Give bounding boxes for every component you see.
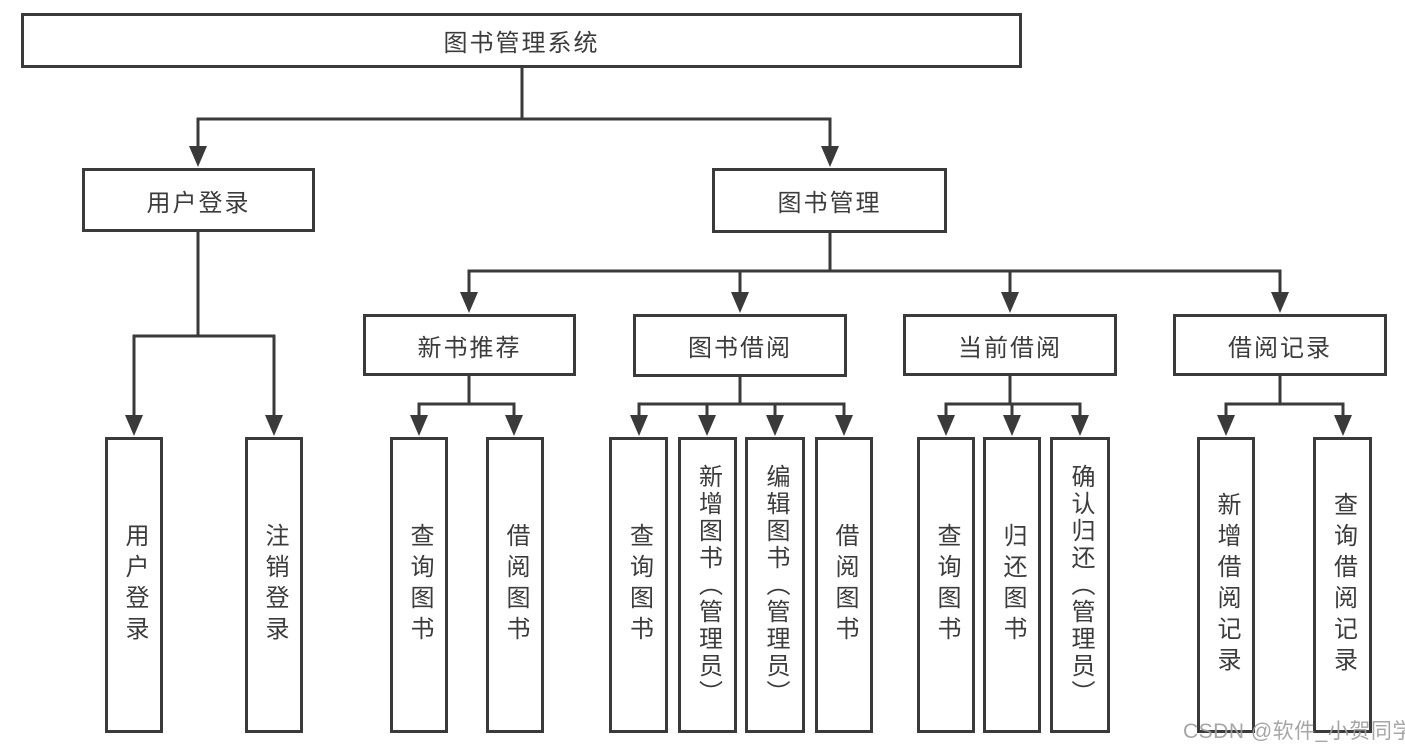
leaf-cb-return-books: 归还图书 xyxy=(983,437,1041,733)
node-borrowing-records: 借阅记录 xyxy=(1173,314,1387,376)
leaf-bb-query-books: 查询图书 xyxy=(609,437,668,733)
csdn-watermark: CSDN @软件_小贺同学 xyxy=(1183,720,1405,743)
node-current-borrowing-label: 当前借阅 xyxy=(958,334,1062,362)
leaf-br-add-record-label: 新增借阅记录 xyxy=(1213,492,1240,678)
node-book-borrowing: 图书借阅 xyxy=(633,314,847,377)
node-book-management-label: 图书管理 xyxy=(777,190,882,217)
leaf-cb-return-books-label: 归还图书 xyxy=(999,523,1026,647)
leaf-logout: 注销登录 xyxy=(245,437,303,733)
leaf-cb-query-books-label: 查询图书 xyxy=(933,523,960,647)
leaf-bb-borrow-books: 借阅图书 xyxy=(815,437,873,733)
leaf-rec-query-books: 查询图书 xyxy=(390,437,448,733)
leaf-bb-edit-books-admin-label: 编辑图书（管理员） xyxy=(762,463,789,707)
leaf-bb-edit-books-admin: 编辑图书（管理员） xyxy=(745,437,805,733)
leaf-br-add-record: 新增借阅记录 xyxy=(1197,437,1255,733)
node-current-borrowing: 当前借阅 xyxy=(903,314,1117,376)
node-user-login-label: 用户登录 xyxy=(146,189,251,217)
node-root-system: 图书管理系统 xyxy=(21,13,1022,68)
leaf-rec-borrow-books-label: 借阅图书 xyxy=(502,523,529,647)
leaf-rec-borrow-books: 借阅图书 xyxy=(486,437,544,733)
leaf-bb-query-books-label: 查询图书 xyxy=(625,523,653,647)
leaf-user-login-label: 用户登录 xyxy=(121,523,148,647)
leaf-user-login: 用户登录 xyxy=(105,437,163,733)
node-root-label: 图书管理系统 xyxy=(443,30,600,57)
leaf-cb-query-books: 查询图书 xyxy=(917,437,975,733)
leaf-cb-confirm-return-admin: 确认归还（管理员） xyxy=(1050,437,1110,733)
leaf-br-query-record: 查询借阅记录 xyxy=(1313,437,1372,733)
leaf-cb-confirm-return-admin-label: 确认归还（管理员） xyxy=(1067,463,1094,707)
node-book-management: 图书管理 xyxy=(712,168,947,233)
leaf-logout-label: 注销登录 xyxy=(261,523,288,647)
node-new-book-recommend-label: 新书推荐 xyxy=(417,334,522,362)
node-new-book-recommend: 新书推荐 xyxy=(363,314,576,376)
node-user-login: 用户登录 xyxy=(82,168,315,232)
leaf-bb-borrow-books-label: 借阅图书 xyxy=(831,523,858,647)
node-borrowing-records-label: 借阅记录 xyxy=(1228,334,1332,362)
arrowheads xyxy=(125,146,1352,436)
leaf-rec-query-books-label: 查询图书 xyxy=(406,523,433,647)
leaf-br-query-record-label: 查询借阅记录 xyxy=(1329,492,1357,678)
leaf-bb-add-books-admin-label: 新增图书（管理员） xyxy=(694,463,722,707)
leaf-bb-add-books-admin: 新增图书（管理员） xyxy=(678,437,737,733)
node-book-borrowing-label: 图书借阅 xyxy=(688,335,792,362)
